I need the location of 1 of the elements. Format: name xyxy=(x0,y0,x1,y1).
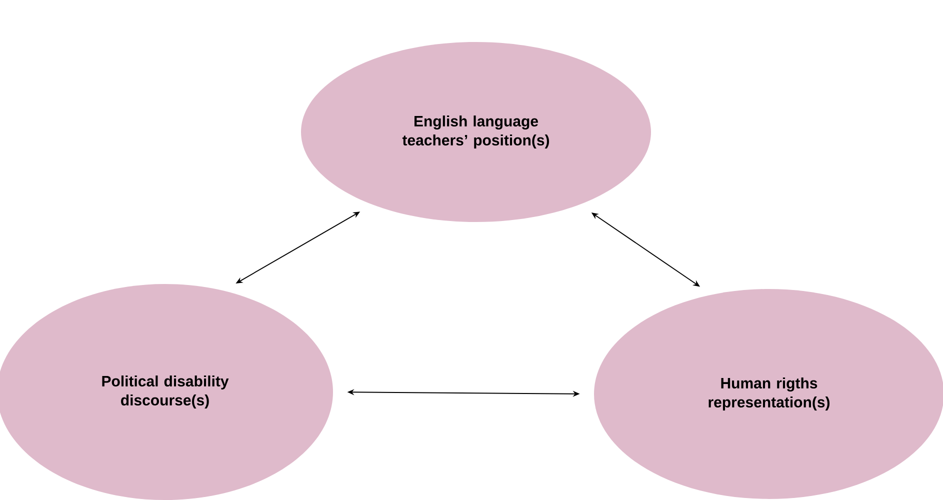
ellipse-node: English language teachers’ position(s) xyxy=(301,42,651,222)
